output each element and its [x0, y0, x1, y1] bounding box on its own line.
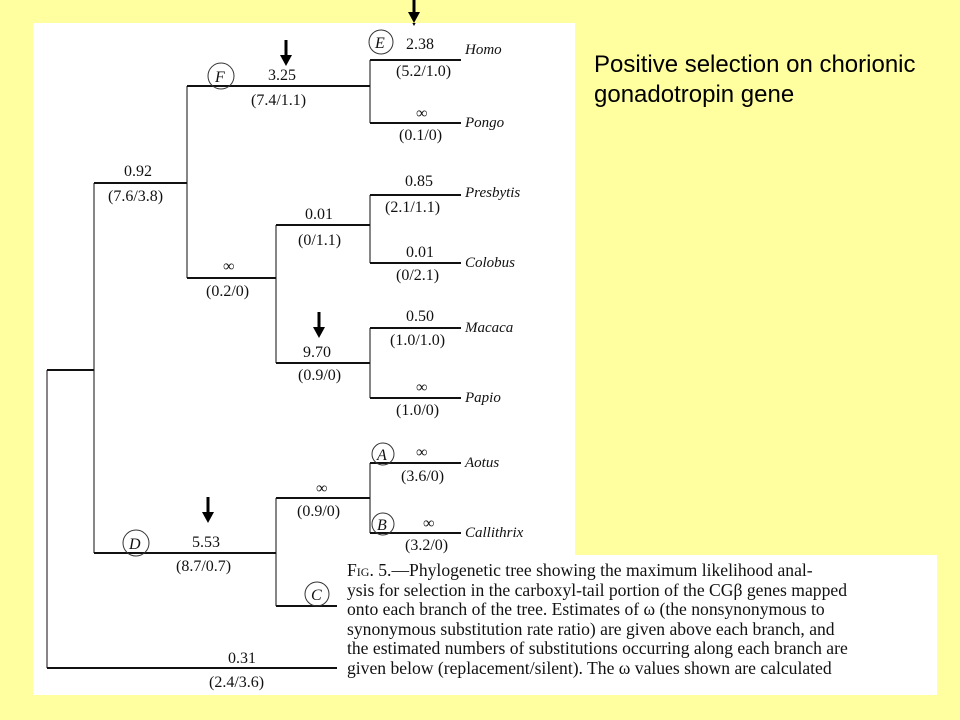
taxon-homo: Homo — [464, 42, 502, 58]
subs-catarrhine: (7.6/3.8) — [108, 188, 163, 205]
caption-line: given below (replacement/silent). The ω … — [347, 658, 832, 678]
taxon-callithrix: Callithrix — [465, 525, 524, 541]
subs-papio: (1.0/0) — [396, 402, 439, 419]
taxon-colobus: Colobus — [465, 255, 515, 271]
subs-homo: (5.2/1.0) — [396, 63, 451, 80]
omega-AB: ∞ — [316, 480, 327, 497]
subs-colobus: (0/2.1) — [396, 267, 439, 284]
down-arrow-icon — [313, 312, 325, 338]
omega-F: 3.25 — [268, 67, 296, 84]
taxon-papio: Papio — [464, 390, 501, 406]
caption-line: synonymous substitution rate ratio) are … — [347, 619, 835, 639]
caption-line: the estimated numbers of substitutions o… — [347, 639, 848, 659]
svg-text:C: C — [311, 587, 322, 604]
svg-text:F: F — [214, 69, 225, 86]
omega-papio: ∞ — [416, 379, 427, 396]
omega-callithrix: ∞ — [423, 515, 434, 532]
omega-outgroup: 0.31 — [228, 650, 256, 667]
svg-text:A: A — [376, 447, 387, 464]
down-arrow-icon — [280, 40, 292, 66]
figure-caption: Fig. 5.—Phylogenetic tree showing the ma… — [337, 555, 937, 695]
node-D: D — [122, 529, 150, 557]
node-F: F — [207, 62, 235, 90]
phylogenetic-tree-panel: E F D A B C 2.38 (5.2/1.0) ∞ (0.1/0) 3.2… — [33, 23, 575, 695]
omega-catarrhine: 0.92 — [124, 163, 152, 180]
subs-D: (8.7/0.7) — [176, 558, 231, 575]
svg-text:D: D — [128, 536, 141, 553]
subs-pongo: (0.1/0) — [399, 127, 442, 144]
node-C: C — [304, 581, 330, 607]
omega-pongo: ∞ — [416, 105, 427, 122]
down-arrow-icon — [412, 23, 416, 26]
node-A: A — [371, 442, 395, 466]
subs-cercopithecinae: (0.9/0) — [298, 367, 341, 384]
taxon-aotus: Aotus — [464, 455, 499, 471]
caption-line: onto each branch of the tree. Estimates … — [347, 600, 825, 620]
omega-cercopithecinae: 9.70 — [303, 344, 331, 361]
down-arrow-icon — [202, 497, 214, 523]
omega-colobinae: 0.01 — [305, 206, 333, 223]
caption-line: Fig. 5.—Phylogenetic tree showing the ma… — [347, 561, 813, 580]
caption-line: ysis for selection in the carboxyl-tail … — [347, 580, 847, 600]
taxon-macaca: Macaca — [464, 320, 513, 336]
down-arrow-icon — [408, 0, 420, 23]
svg-text:B: B — [377, 517, 387, 534]
node-E: E — [368, 29, 394, 55]
omega-aotus: ∞ — [416, 444, 427, 461]
omega-homo: 2.38 — [406, 36, 434, 53]
phylogenetic-tree: E F D A B C 2.38 (5.2/1.0) ∞ (0.1/0) 3.2… — [46, 23, 524, 691]
subs-F: (7.4/1.1) — [251, 92, 306, 109]
subs-callithrix: (3.2/0) — [405, 537, 448, 554]
svg-text:E: E — [374, 35, 385, 52]
figure-label: Fig. 5. — [347, 561, 392, 580]
omega-colobus: 0.01 — [406, 244, 434, 261]
subs-macaca: (1.0/1.0) — [390, 332, 445, 349]
omega-oldworld-monkey: ∞ — [223, 258, 234, 275]
subs-oldworld-monkey: (0.2/0) — [206, 283, 249, 300]
omega-macaca: 0.50 — [406, 308, 434, 325]
subs-outgroup: (2.4/3.6) — [209, 674, 264, 691]
subs-AB: (0.9/0) — [297, 503, 340, 520]
node-B: B — [371, 512, 395, 536]
subs-colobinae: (0/1.1) — [298, 232, 341, 249]
slide-title: Positive selection on chorionic gonadotr… — [594, 51, 916, 108]
subs-aotus: (3.6/0) — [401, 468, 444, 485]
taxon-pongo: Pongo — [464, 115, 505, 131]
top-arrow-overflow — [408, 0, 420, 23]
taxon-presbytis: Presbytis — [464, 185, 520, 201]
omega-presbytis: 0.85 — [405, 173, 433, 190]
omega-D: 5.53 — [192, 534, 220, 551]
subs-presbytis: (2.1/1.1) — [385, 199, 440, 216]
